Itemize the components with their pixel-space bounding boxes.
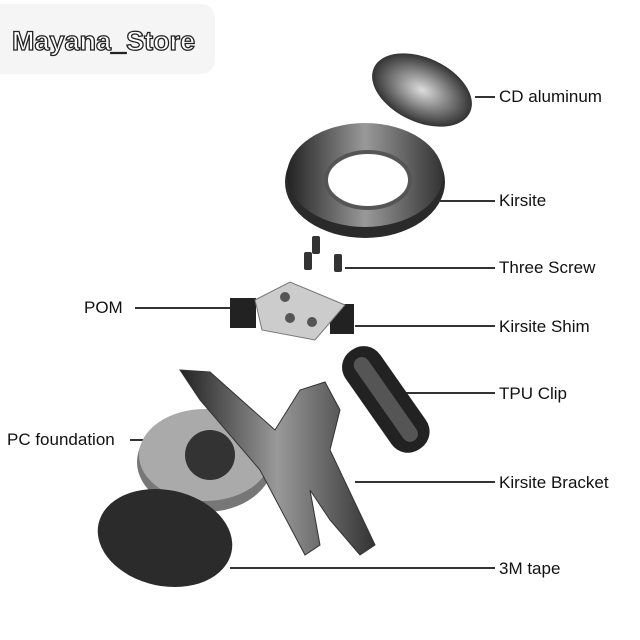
- label-pom: POM: [84, 298, 123, 317]
- label-3m-tape: 3M tape: [499, 559, 561, 578]
- watermark-text: Mayana_Store: [11, 25, 196, 56]
- tpu-clip: [342, 346, 430, 453]
- kirsite-bracket: [179, 369, 376, 556]
- kirsite-ring: [285, 123, 445, 238]
- label-kirsite-shim: Kirsite Shim: [499, 317, 590, 336]
- 3m-tape-disc: [97, 488, 233, 588]
- screws: [304, 236, 342, 272]
- label-kirsite: Kirsite: [499, 191, 547, 210]
- label-pc-foundation: PC foundation: [7, 430, 115, 449]
- label-tpu-clip: TPU Clip: [499, 384, 568, 403]
- label-three-screw: Three Screw: [499, 258, 596, 277]
- watermark: Mayana_Store: [0, 4, 215, 74]
- label-cd-aluminum: CD aluminum: [499, 87, 602, 106]
- cd-aluminum-disc: [372, 53, 472, 127]
- kirsite-shim: [230, 281, 354, 341]
- label-kirsite-bracket: Kirsite Bracket: [499, 473, 609, 492]
